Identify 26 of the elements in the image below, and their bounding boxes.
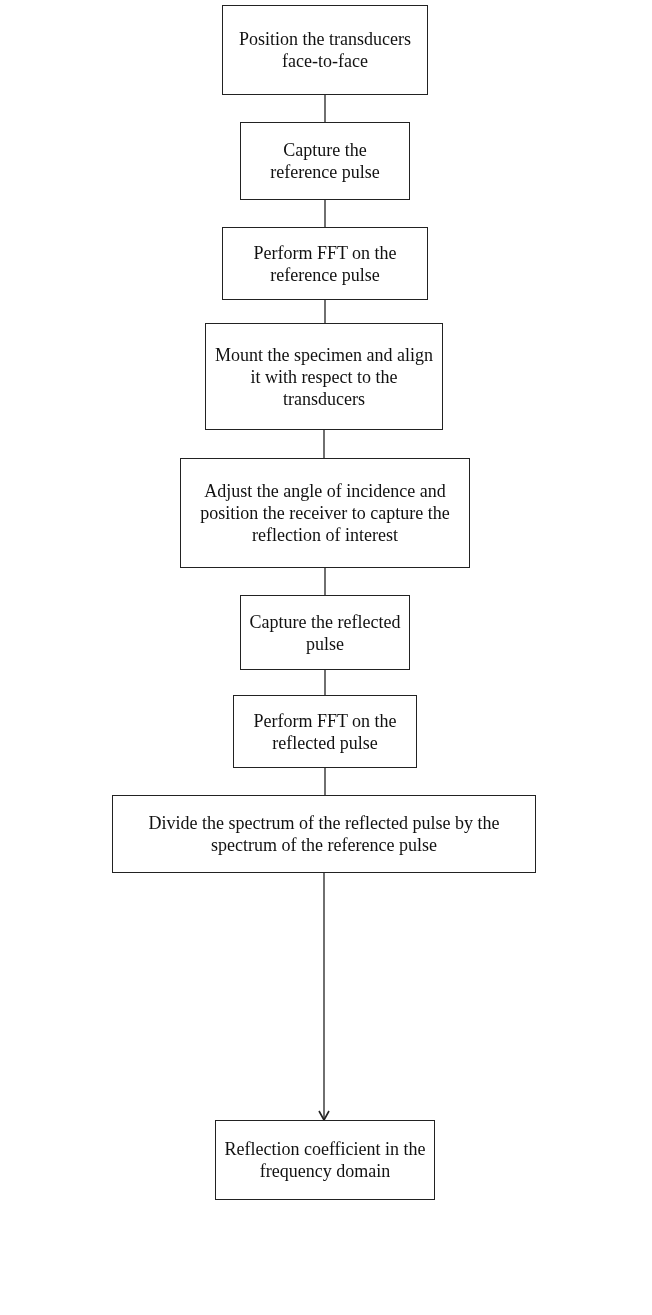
process-box — [233, 695, 417, 768]
step-text: Capture the reflected pulse — [249, 610, 401, 655]
connector-line — [323, 429, 325, 459]
step-text: Mount the specimen and align it with respect to the transducers — [214, 343, 434, 410]
step-text: Perform FFT on the reflected pulse — [252, 709, 398, 754]
process-box — [215, 1120, 435, 1200]
connector-line — [324, 299, 326, 324]
step-text: Position the transducers face-to-face — [238, 28, 412, 72]
connector-line — [324, 669, 326, 696]
connector-line — [324, 94, 326, 123]
connector-line — [324, 199, 326, 228]
process-box — [222, 5, 428, 95]
process-box — [112, 795, 536, 873]
process-box — [240, 595, 410, 670]
process-box — [240, 122, 410, 200]
step-text: Reflection coefficient in the frequency domain — [224, 1138, 426, 1182]
arrow — [318, 872, 330, 1121]
connector-line — [324, 767, 326, 796]
step-text: Capture the reference pulse — [269, 139, 381, 183]
process-box — [222, 227, 428, 300]
process-box — [180, 458, 470, 568]
connector-line — [324, 567, 326, 596]
step-text: Perform FFT on the reference pulse — [252, 241, 398, 286]
step-text: Adjust the angle of incidence and position the receiver to capture the reflection of interest — [199, 480, 451, 546]
process-box — [205, 323, 443, 430]
step-text: Divide the spectrum of the reflected pulse by the spectrum of the reference pulse — [147, 812, 501, 856]
